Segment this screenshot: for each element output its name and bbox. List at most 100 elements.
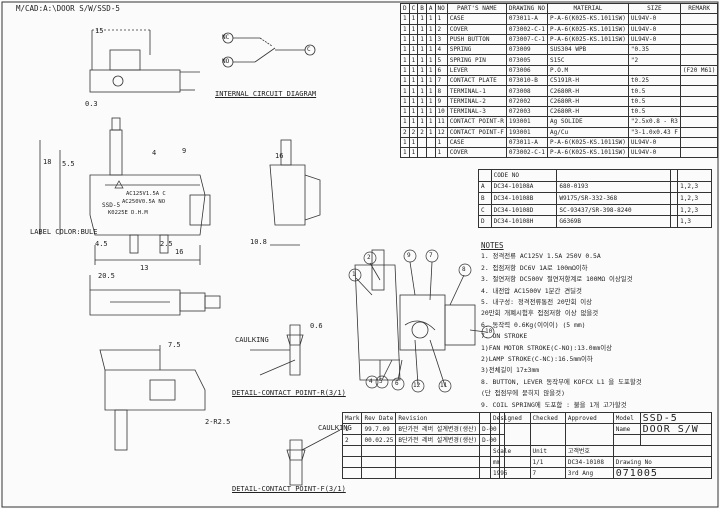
table-cell: 2	[434, 23, 448, 35]
note-line: 3)전체길이 17±3mm	[481, 366, 540, 375]
table-cell: W9175/SR-332-368	[556, 192, 671, 205]
table-cell: SUS304 WPB	[547, 44, 629, 56]
column-header: Revision	[395, 412, 481, 424]
table-cell: 1	[408, 64, 419, 77]
dimension-label: 0.6	[310, 322, 323, 330]
table-cell: t0.25	[627, 75, 681, 87]
table-cell	[361, 467, 397, 479]
revision-row	[341, 456, 505, 468]
callout-number: 6	[395, 380, 399, 387]
table-cell: 1	[417, 85, 427, 97]
table-cell: 193001	[505, 116, 549, 128]
file-path-header: M/CAD:A:\DOOR S/W/SSD-5	[16, 4, 120, 13]
table-cell	[341, 456, 363, 468]
table-cell: 073008	[505, 85, 549, 97]
table-cell: G6369B	[556, 215, 671, 228]
table-cell	[679, 75, 719, 87]
table-cell	[395, 467, 481, 479]
name-label: Name	[612, 423, 641, 435]
codes-table-header: CODE NO	[478, 169, 712, 182]
table-cell: UL94V-0	[627, 13, 681, 25]
table-cell: 1	[400, 105, 410, 118]
note-line: 4. 내전압 AC1500V 1분간 견딜것	[481, 286, 582, 295]
designer-signature	[490, 423, 531, 446]
caulking-label-1: CAULKING	[235, 336, 269, 344]
table-cell	[679, 85, 719, 97]
customer-no-label: 고객번호	[564, 445, 614, 457]
no-terminal-label: NO	[222, 58, 230, 65]
table-cell: 1	[400, 54, 410, 66]
table-cell: 2	[341, 434, 363, 446]
callout-number: 11	[440, 382, 448, 389]
dimension-label: 4	[152, 149, 157, 157]
column-header	[669, 169, 679, 182]
table-cell	[679, 136, 719, 149]
parts-list-table: D C B A NO PART'S NAME DRAWING NO MATERI…	[400, 2, 719, 159]
table-cell: 1	[425, 95, 436, 107]
spacer-cell	[612, 434, 641, 446]
table-cell: 1	[417, 33, 427, 46]
dimension-label: 2.5	[160, 240, 173, 248]
table-cell	[669, 215, 679, 228]
table-cell	[395, 456, 481, 468]
unit-value: mm	[490, 456, 531, 468]
table-cell: 1	[400, 23, 410, 35]
projection-value: 3rd Ang	[564, 467, 614, 479]
table-cell: 1	[425, 126, 436, 138]
table-cell: 4	[434, 44, 448, 56]
table-cell: 1	[417, 116, 427, 128]
callout-number: 5	[379, 378, 383, 385]
table-cell: C2680R-H	[547, 105, 629, 118]
table-cell: t0.5	[627, 105, 681, 118]
table-cell	[361, 456, 397, 468]
column-header: B	[417, 2, 427, 15]
dimension-label: 7.5	[168, 341, 181, 349]
table-cell: 193001	[505, 126, 549, 138]
table-cell: 10	[434, 105, 448, 118]
table-cell	[341, 445, 363, 457]
table-cell	[425, 147, 436, 159]
dimension-label: 4.5	[95, 240, 108, 248]
table-cell: 1	[408, 116, 419, 128]
month-value: 7	[529, 467, 566, 479]
table-cell: DC34-10108H	[490, 215, 558, 228]
revision-header: Mark Rev Date Revision	[341, 412, 505, 424]
table-cell: 1	[341, 423, 363, 435]
table-cell: 073009	[505, 44, 549, 56]
callout-number: 12	[413, 382, 421, 389]
table-cell: (F20 M61)	[679, 64, 719, 77]
table-cell: 1	[400, 75, 410, 87]
table-cell	[627, 64, 681, 77]
table-cell: TERMINAL-1	[446, 85, 507, 97]
table-cell: 6	[434, 64, 448, 77]
drawing-no-label: Drawing No	[612, 456, 713, 468]
rating-line-2: AC250V0.5A NO	[122, 199, 166, 205]
table-cell: CONTACT POINT-F	[446, 126, 507, 138]
checker-signature	[529, 423, 566, 446]
table-cell	[679, 33, 719, 46]
table-cell: 12	[434, 126, 448, 138]
table-cell: C2680R-H	[547, 95, 629, 107]
table-cell: 8	[434, 85, 448, 97]
table-cell: 7	[434, 75, 448, 87]
table-cell	[395, 445, 481, 457]
table-cell: LEVER	[446, 64, 507, 77]
table-cell: 11	[434, 116, 448, 128]
dimension-label: 16	[175, 248, 184, 256]
table-cell: PUSH BUTTON	[446, 33, 507, 46]
table-cell: 1	[408, 44, 419, 56]
label-color-note: LABEL COLOR:BULE	[30, 228, 98, 236]
dimension-label: 13	[140, 264, 149, 272]
note-line: 7. ON STROKE	[481, 332, 528, 341]
table-cell: COVER	[446, 23, 507, 35]
table-cell: 1	[425, 23, 436, 35]
column-header: SIZE	[627, 2, 681, 15]
table-cell: A	[478, 180, 492, 194]
